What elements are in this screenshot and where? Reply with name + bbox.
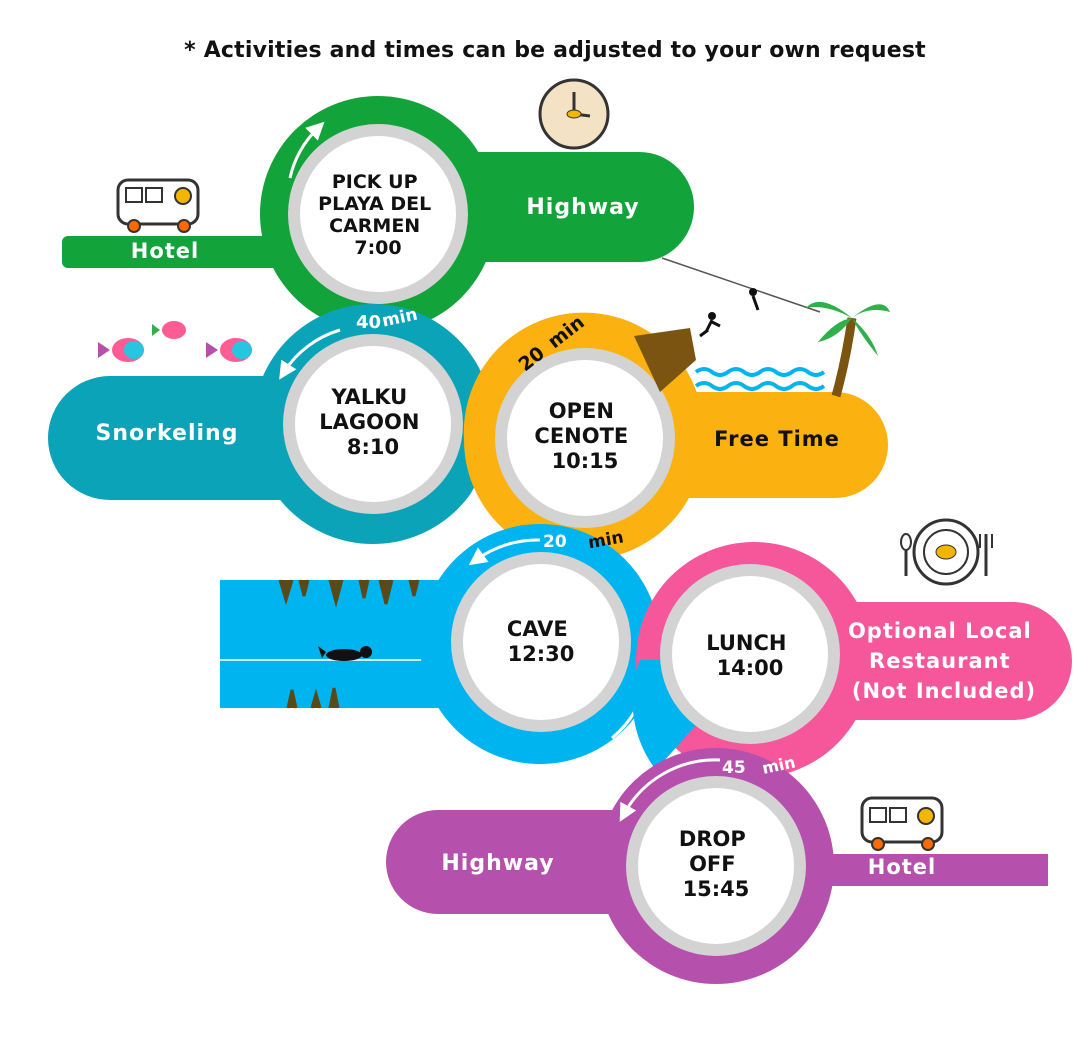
bus-icon bbox=[116, 178, 200, 233]
svg-text:YALKU LAGOON 8:10: YALKU LAGOON 8:10 bbox=[319, 385, 426, 459]
stop-pickup: PICK UP PLAYA DEL CARMEN 7:00 bbox=[288, 124, 468, 304]
stop-lunch: LUNCH 14:00 bbox=[660, 564, 840, 744]
svg-text:LUNCH 14:00: LUNCH 14:00 bbox=[706, 631, 794, 680]
pickup-time: 7:00 bbox=[354, 237, 401, 259]
stalactites bbox=[278, 579, 420, 608]
yalku-line-1: YALKU bbox=[330, 385, 407, 409]
cave-line-1: CAVE bbox=[507, 617, 568, 641]
plate-icon bbox=[900, 518, 993, 586]
route-arrow bbox=[279, 328, 341, 380]
route-arrow bbox=[619, 758, 721, 822]
duration-1-num: 40 bbox=[356, 312, 381, 333]
cenote-time: 10:15 bbox=[552, 449, 619, 473]
snorkeling-label: Snorkeling bbox=[96, 421, 239, 446]
highway-bottom-label: Highway bbox=[441, 851, 554, 876]
hotel-road bbox=[62, 236, 282, 268]
hotel-start-label: Hotel bbox=[131, 239, 199, 263]
stalagmites bbox=[286, 687, 340, 709]
lunch-line-1: LUNCH bbox=[706, 631, 786, 655]
cave-time: 12:30 bbox=[508, 642, 575, 666]
cenote-line-1: OPEN bbox=[549, 399, 614, 423]
svg-text:Optional Local Restaurant: Optional Local Restaurant (Not Included) bbox=[848, 619, 1040, 703]
fish-icon bbox=[98, 321, 252, 362]
dropoff-line-2: OFF bbox=[689, 852, 736, 876]
dropoff-line-1: DROP bbox=[679, 827, 746, 851]
svg-text:OPEN CENOTE 10:15: OPEN CENOTE 10:15 bbox=[534, 399, 635, 473]
lunch-time: 14:00 bbox=[717, 656, 784, 680]
duration-3-num: 20 bbox=[543, 532, 567, 552]
pickup-line-3: CARMEN bbox=[329, 215, 420, 237]
stop-yalku: YALKU LAGOON 8:10 bbox=[283, 334, 463, 514]
clock-icon bbox=[538, 78, 610, 150]
duration-4-num: 45 bbox=[722, 758, 746, 778]
restaurant-line-3: (Not Included) bbox=[852, 679, 1036, 703]
stop-cave: CAVE 12:30 bbox=[451, 552, 631, 732]
zipline-icon bbox=[661, 257, 821, 338]
cliff-water-icon bbox=[634, 328, 826, 392]
dropoff-time: 15:45 bbox=[683, 877, 750, 901]
yalku-time: 8:10 bbox=[347, 435, 399, 459]
bus-icon bbox=[860, 796, 944, 851]
diver-icon bbox=[318, 646, 372, 661]
route-arrow bbox=[468, 538, 541, 566]
duration-badge: 20 min bbox=[543, 527, 625, 553]
adjustment-note: * Activities and times can be adjusted t… bbox=[184, 38, 926, 63]
hotel-end-label: Hotel bbox=[868, 855, 936, 879]
free-time-label: Free Time bbox=[714, 427, 840, 451]
pickup-line-1: PICK UP bbox=[332, 171, 418, 193]
palm-tree-icon bbox=[806, 301, 890, 398]
restaurant-line-1: Optional Local bbox=[848, 619, 1032, 643]
restaurant-line-2: Restaurant bbox=[869, 649, 1011, 673]
highway-top-label: Highway bbox=[526, 195, 639, 220]
pickup-line-2: PLAYA DEL bbox=[318, 193, 431, 215]
svg-text:DROP OFF 15:45: DROP OFF 15:45 bbox=[679, 827, 753, 901]
svg-text:PICK UP PLAYA DEL: PICK UP PLAYA DEL CARMEN 7:00 bbox=[318, 171, 438, 259]
yalku-line-2: LAGOON bbox=[319, 410, 419, 434]
stop-dropoff: DROP OFF 15:45 bbox=[626, 776, 806, 956]
route-arrow bbox=[288, 121, 325, 179]
cenote-line-2: CENOTE bbox=[534, 424, 628, 448]
stop-cenote: OPEN CENOTE 10:15 bbox=[495, 348, 675, 528]
svg-text:CAVE 12:30: CAVE 12:30 bbox=[507, 617, 575, 666]
